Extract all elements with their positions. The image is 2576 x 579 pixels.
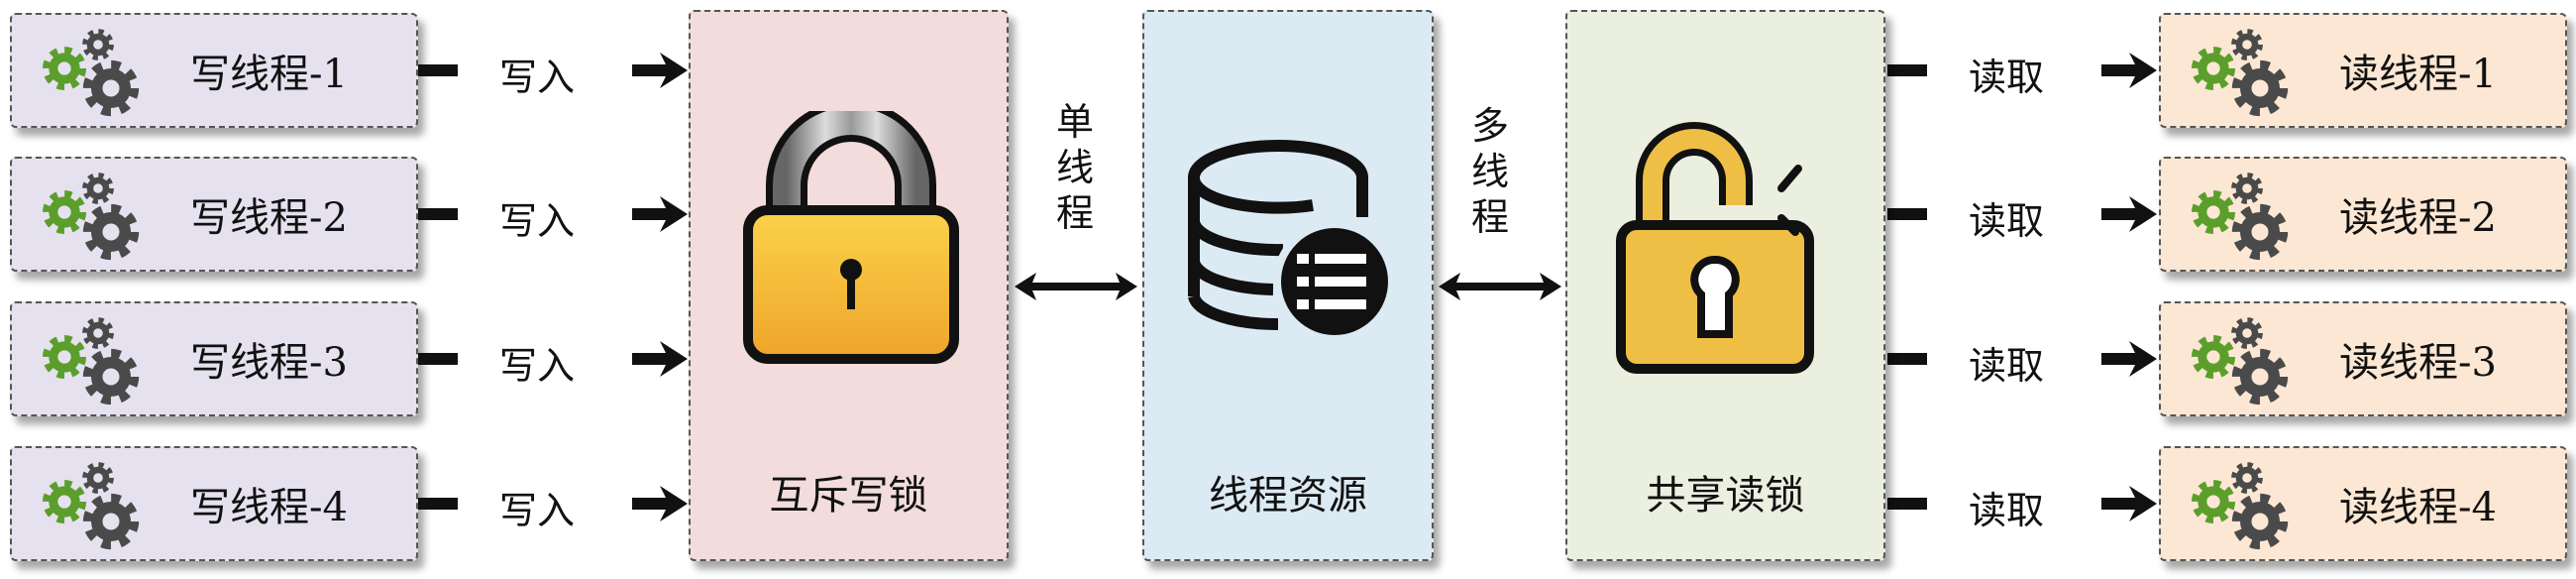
thread-label: 写线程-4 [190, 485, 348, 530]
single-thread-double-arrow [1015, 273, 1137, 300]
gears-icon [42, 173, 140, 261]
thread-label: 读线程-1 [2339, 52, 2497, 97]
connector-bar [418, 353, 458, 365]
thread-label: 写线程-3 [190, 340, 348, 386]
gears-icon [2191, 462, 2289, 550]
connector-bar [418, 208, 458, 220]
write-edge-label: 写入 [499, 344, 576, 388]
connector-bar [1887, 498, 1927, 510]
connector-bar [418, 498, 458, 510]
reader-thread-box: 读线程-4 [2159, 446, 2567, 561]
gears-icon [2191, 317, 2289, 405]
arrow-right-icon [2101, 53, 2157, 88]
shared-read-lock-label: 共享读锁 [1646, 473, 1805, 519]
writer-thread-box: 写线程-4 [10, 446, 418, 561]
arrow-right-icon [632, 486, 688, 521]
gears-icon [2191, 29, 2289, 117]
thread-label: 读线程-4 [2339, 485, 2497, 530]
write-edge-label: 写入 [499, 199, 576, 243]
arrow-right-icon [2101, 486, 2157, 521]
arrow-right-icon [632, 341, 688, 377]
thread-resource-panel: 线程资源 [1142, 10, 1434, 561]
writer-thread-box: 写线程-2 [10, 157, 418, 272]
read-edge-label: 读取 [1969, 56, 2045, 99]
reader-thread-box: 读线程-2 [2159, 157, 2567, 272]
arrow-right-icon [632, 196, 688, 232]
writer-thread-box: 写线程-3 [10, 301, 418, 416]
database-list-icon [1188, 140, 1394, 341]
write-edge-label: 写入 [499, 489, 576, 532]
closed-padlock-icon [743, 111, 959, 364]
write-edge-label: 写入 [499, 56, 576, 99]
thread-label: 读线程-2 [2339, 195, 2497, 241]
connector-bar [418, 64, 458, 76]
read-edge-label: 读取 [1969, 489, 2045, 532]
gears-icon [42, 462, 140, 550]
multi-thread-double-arrow [1439, 273, 1561, 300]
mutex-write-lock-panel: 互斥写锁 [689, 10, 1009, 561]
thread-label: 写线程-1 [190, 52, 348, 97]
read-edge-label: 读取 [1969, 199, 2045, 243]
thread-label: 读线程-3 [2339, 340, 2497, 386]
thread-resource-label: 线程资源 [1209, 473, 1367, 519]
open-padlock-icon [1616, 122, 1814, 374]
arrow-right-icon [2101, 341, 2157, 377]
arrow-right-icon [2101, 196, 2157, 232]
gears-icon [2191, 173, 2289, 261]
connector-bar [1887, 208, 1927, 220]
reader-thread-box: 读线程-1 [2159, 13, 2567, 128]
connector-bar [1887, 353, 1927, 365]
writer-thread-box: 写线程-1 [10, 13, 418, 128]
single-thread-label: 单线程 [1055, 100, 1094, 235]
arrow-right-icon [632, 53, 688, 88]
thread-label: 写线程-2 [190, 195, 348, 241]
read-edge-label: 读取 [1969, 344, 2045, 388]
shared-read-lock-panel: 共享读锁 [1565, 10, 1885, 561]
multi-thread-label: 多线程 [1470, 104, 1509, 239]
gears-icon [42, 29, 140, 117]
reader-thread-box: 读线程-3 [2159, 301, 2567, 416]
gears-icon [42, 317, 140, 405]
connector-bar [1887, 64, 1927, 76]
mutex-write-lock-label: 互斥写锁 [769, 473, 928, 519]
